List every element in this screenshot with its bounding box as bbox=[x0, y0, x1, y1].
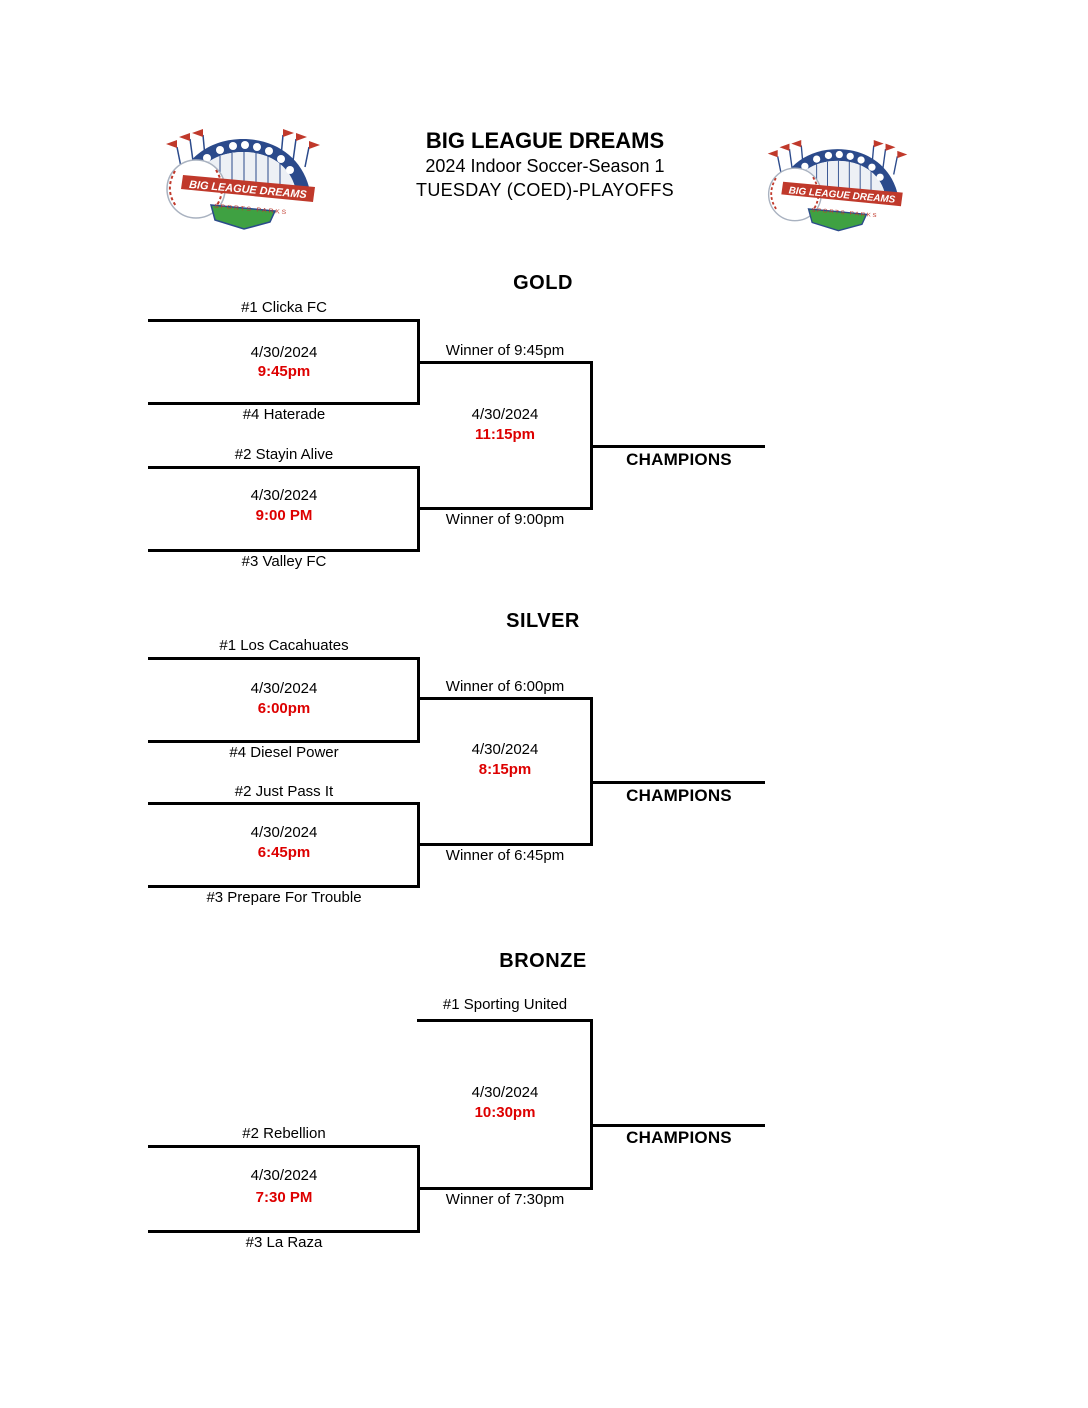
team-name: #4 Haterade bbox=[242, 406, 326, 423]
winner-label: Winner of 6:45pm bbox=[445, 847, 565, 864]
bracket-line-match2-top bbox=[148, 466, 420, 469]
division-subtitle: TUESDAY (COED)-PLAYOFFS bbox=[416, 180, 674, 200]
match-time: 10:30pm bbox=[474, 1104, 536, 1121]
champions-line bbox=[590, 1124, 765, 1127]
bracket-line-match2-bottom bbox=[148, 549, 420, 552]
winner-label: Winner of 9:45pm bbox=[445, 342, 565, 359]
bracket-line-match2-bottom bbox=[148, 885, 420, 888]
team-name: #4 Diesel Power bbox=[229, 744, 339, 761]
bracket-line-final-top bbox=[417, 697, 593, 700]
team-name: #1 Sporting United bbox=[442, 996, 568, 1013]
bracket-line-bye bbox=[417, 1019, 593, 1022]
team-name: #1 Los Cacahuates bbox=[219, 637, 349, 654]
winner-label: Winner of 6:00pm bbox=[445, 678, 565, 695]
bracket-line-match-top bbox=[148, 1145, 420, 1148]
match-date: 4/30/2024 bbox=[250, 1167, 318, 1184]
match-time: 9:00 PM bbox=[255, 507, 313, 524]
team-name: #3 Prepare For Trouble bbox=[206, 889, 362, 906]
bronze-section-title: BRONZE bbox=[499, 950, 587, 972]
field-icon bbox=[209, 204, 277, 230]
logo-subtext: SPORTS PARKS bbox=[811, 207, 878, 219]
bracket-line-match1-bottom bbox=[148, 740, 420, 743]
bracket-line-final-top bbox=[417, 361, 593, 364]
winner-label: Winner of 7:30pm bbox=[445, 1191, 565, 1208]
match-date: 4/30/2024 bbox=[250, 487, 318, 504]
stadium-baseball-logo-icon: BIG LEAGUE DREAMS SPORTS PARKS bbox=[767, 140, 908, 232]
bracket-line-match1-bottom bbox=[148, 402, 420, 405]
team-name: #2 Just Pass It bbox=[234, 783, 334, 800]
bracket-line-match1-top bbox=[148, 319, 420, 322]
gold-section-title: GOLD bbox=[513, 272, 573, 294]
bracket-line-final-bottom bbox=[417, 843, 593, 846]
team-name: #3 La Raza bbox=[245, 1234, 323, 1251]
bracket-line-final-connector bbox=[590, 697, 593, 846]
season-subtitle: 2024 Indoor Soccer-Season 1 bbox=[425, 156, 665, 176]
match-date: 4/30/2024 bbox=[250, 824, 318, 841]
page-title: BIG LEAGUE DREAMS bbox=[425, 128, 665, 153]
bracket-line-match1-connector bbox=[417, 657, 420, 743]
match-date: 4/30/2024 bbox=[250, 344, 318, 361]
bracket-line-final-connector bbox=[590, 1019, 593, 1190]
team-name: #3 Valley FC bbox=[241, 553, 327, 570]
champions-line bbox=[590, 781, 765, 784]
match-time: 6:00pm bbox=[257, 700, 311, 717]
team-name: #1 Clicka FC bbox=[241, 299, 327, 316]
match-time: 8:15pm bbox=[478, 761, 532, 778]
match-date: 4/30/2024 bbox=[471, 406, 539, 423]
bracket-line-final-bottom bbox=[417, 507, 593, 510]
bracket-line-match1-top bbox=[148, 657, 420, 660]
champions-label: CHAMPIONS bbox=[626, 450, 732, 469]
team-name: #2 Rebellion bbox=[242, 1125, 326, 1142]
stadium-band-icon bbox=[177, 139, 309, 187]
silver-section-title: SILVER bbox=[506, 610, 580, 632]
winner-label: Winner of 9:00pm bbox=[445, 511, 565, 528]
match-time: 9:45pm bbox=[257, 363, 311, 380]
match-time: 11:15pm bbox=[474, 426, 536, 443]
big-league-dreams-logo-left: BIG LEAGUE DREAMS SPORTS PARKS bbox=[163, 125, 323, 230]
stadium-baseball-logo-icon: BIG LEAGUE DREAMS SPORTS PARKS bbox=[166, 129, 320, 230]
match-date: 4/30/2024 bbox=[471, 1084, 539, 1101]
team-name: #2 Stayin Alive bbox=[234, 446, 334, 463]
match-date: 4/30/2024 bbox=[471, 741, 539, 758]
logo-banner bbox=[181, 175, 315, 202]
champions-label: CHAMPIONS bbox=[626, 1128, 732, 1147]
champions-line bbox=[590, 445, 765, 448]
match-date: 4/30/2024 bbox=[250, 680, 318, 697]
baseball-stitches bbox=[168, 169, 223, 209]
big-league-dreams-logo-right: BIG LEAGUE DREAMS SPORTS PARKS bbox=[765, 136, 910, 232]
bracket-line-match2-top bbox=[148, 802, 420, 805]
match-time: 6:45pm bbox=[257, 844, 311, 861]
bracket-line-final-connector bbox=[590, 361, 593, 510]
flag-pennants-icon bbox=[166, 129, 320, 149]
bracket-line-final-bottom bbox=[417, 1187, 593, 1190]
header: BIG LEAGUE DREAMS 2024 Indoor Soccer-Sea… bbox=[345, 128, 745, 202]
champions-label: CHAMPIONS bbox=[626, 786, 732, 805]
bracket-line-match-bottom bbox=[148, 1230, 420, 1233]
match-time: 7:30 PM bbox=[255, 1189, 313, 1206]
